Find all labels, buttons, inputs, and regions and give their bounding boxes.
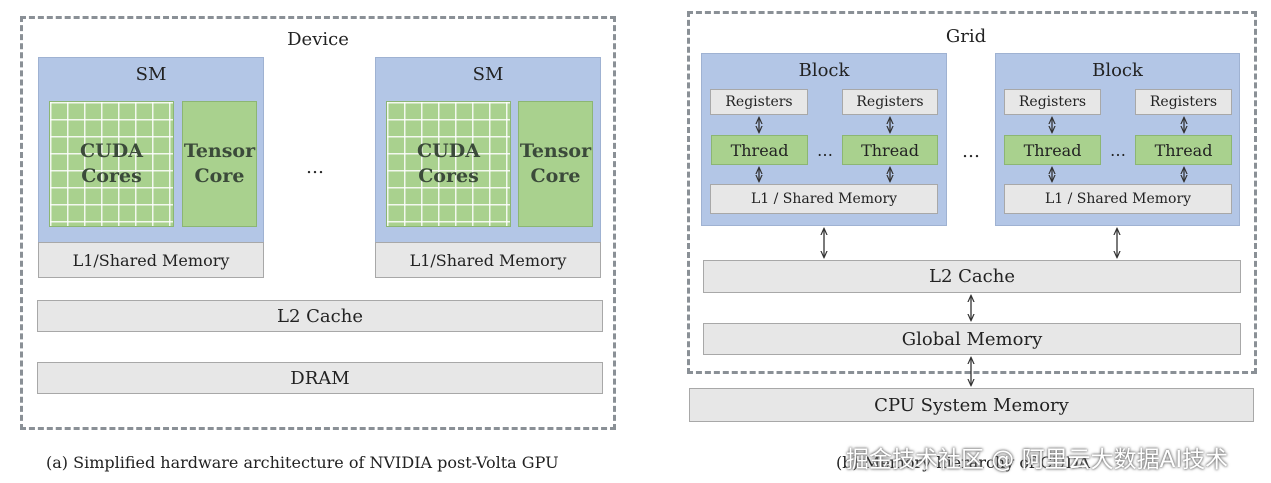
- block-2-label: Block: [1092, 60, 1143, 81]
- caption-b: (b) Memory hierarchy of CUDA: [836, 453, 1091, 472]
- sm-2-cuda-cores: CUDA Cores: [386, 101, 511, 227]
- device-container: [20, 16, 616, 430]
- sm-2-l1-shared-memory: L1/Shared Memory: [375, 242, 601, 278]
- block-2-thread-ellipsis: …: [1110, 141, 1126, 160]
- cuda-cores-line1: CUDA: [417, 140, 480, 162]
- block-2-thread-b: Thread: [1135, 135, 1232, 165]
- sm-2-tensor-core: Tensor Core: [518, 101, 593, 227]
- cpu-system-memory: CPU System Memory: [689, 388, 1254, 422]
- cuda-cores-line2: Cores: [418, 165, 479, 187]
- sm-1-cuda-cores: CUDA Cores: [49, 101, 174, 227]
- sm-1-l1-shared-memory: L1/Shared Memory: [38, 242, 264, 278]
- block-1-l1-shared-memory: L1 / Shared Memory: [710, 184, 938, 214]
- tensor-core-line1: Tensor: [183, 140, 256, 162]
- block-2-registers-a: Registers: [1004, 89, 1101, 115]
- tensor-core-line2: Core: [194, 165, 245, 187]
- tensor-core-line1: Tensor: [519, 140, 592, 162]
- block-2-registers-b: Registers: [1135, 89, 1232, 115]
- sm-2-label: SM: [472, 64, 504, 85]
- watermark: 掘金技术社区 @ 阿里云大数据AI技术: [846, 447, 1229, 473]
- right-l2-cache: L2 Cache: [703, 260, 1241, 293]
- block-ellipsis: …: [962, 141, 980, 162]
- block-2-thread-a: Thread: [1004, 135, 1101, 165]
- dram: DRAM: [37, 362, 603, 394]
- block-1-label: Block: [798, 60, 850, 81]
- grid-label: Grid: [945, 26, 987, 47]
- left-l2-cache: L2 Cache: [37, 300, 603, 332]
- sm-1-label: SM: [135, 64, 167, 85]
- cuda-cores-line2: Cores: [81, 165, 142, 187]
- block-1-registers-b: Registers: [842, 89, 938, 115]
- block-1-thread-a: Thread: [711, 135, 808, 165]
- caption-a: (a) Simplified hardware architecture of …: [46, 453, 559, 472]
- sm-ellipsis: …: [306, 157, 324, 178]
- global-memory: Global Memory: [703, 323, 1241, 355]
- block-2-l1-shared-memory: L1 / Shared Memory: [1004, 184, 1232, 214]
- device-label: Device: [287, 29, 349, 50]
- cuda-cores-line1: CUDA: [80, 140, 143, 162]
- tensor-core-line2: Core: [530, 165, 581, 187]
- block-1-thread-ellipsis: …: [817, 141, 833, 160]
- block-1-thread-b: Thread: [842, 135, 938, 165]
- sm-1-tensor-core: Tensor Core: [182, 101, 257, 227]
- block-1-registers-a: Registers: [710, 89, 808, 115]
